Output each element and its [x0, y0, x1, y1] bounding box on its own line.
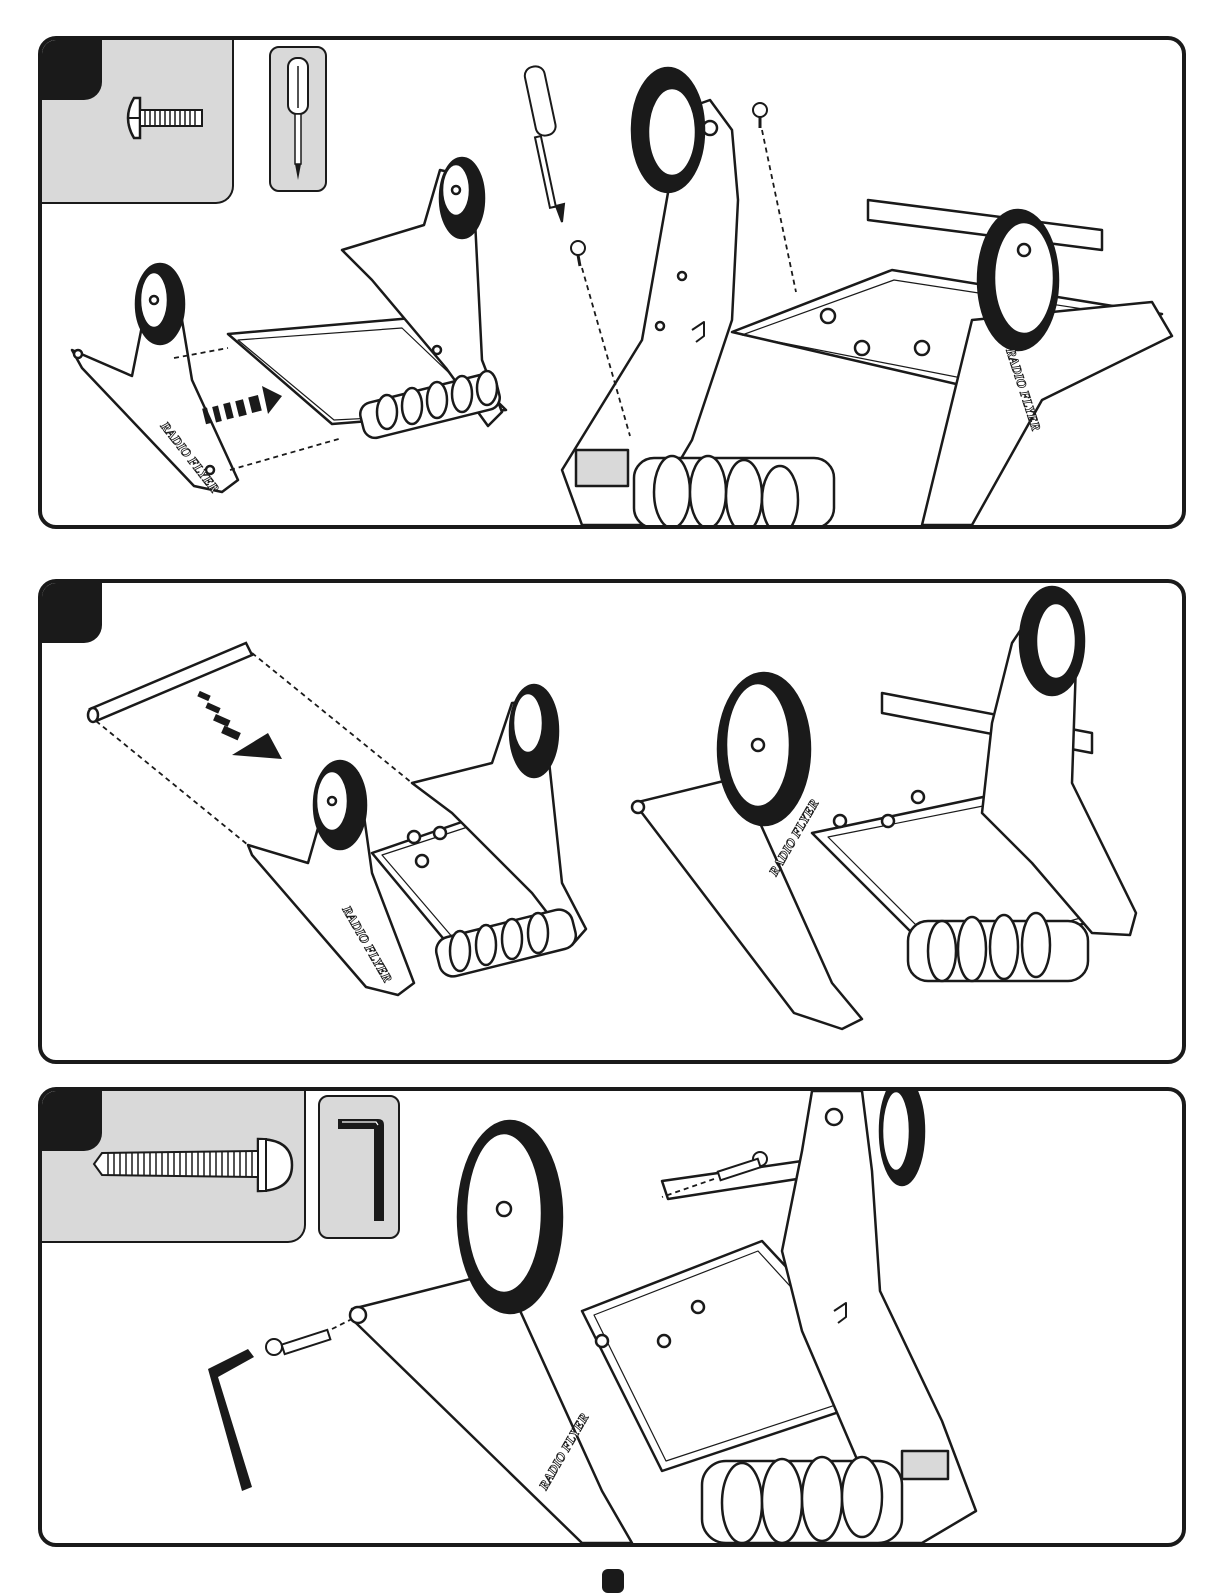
insert-arrow-icon	[202, 386, 282, 424]
hex-key-icon	[208, 1349, 254, 1491]
screwdriver-icon	[523, 65, 564, 222]
step-2-illustration: RADIO FLYER RADIO FLYER	[42, 583, 1182, 1060]
step-3-illustration: RADIO FLYER	[42, 1091, 1182, 1543]
insert-arrow-icon	[197, 691, 282, 759]
axle-rod	[90, 643, 252, 721]
page-number	[602, 1569, 624, 1593]
step-3-panel: RADIO FLYER	[38, 1087, 1186, 1547]
step-1-illustration: RADIO FLYER	[42, 40, 1182, 525]
step-2-panel: RADIO FLYER RADIO FLYER	[38, 579, 1186, 1064]
step-1-panel: RADIO FLYER	[38, 36, 1186, 529]
